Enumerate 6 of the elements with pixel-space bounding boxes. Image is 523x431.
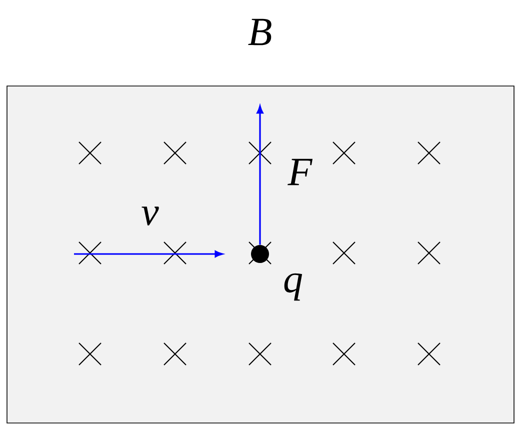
arrow <box>74 250 223 258</box>
edge-label: v <box>142 206 159 226</box>
charge-label: q <box>284 273 302 301</box>
arrow <box>256 106 264 245</box>
edge-label: F <box>288 158 313 186</box>
field-label: B <box>248 18 272 46</box>
